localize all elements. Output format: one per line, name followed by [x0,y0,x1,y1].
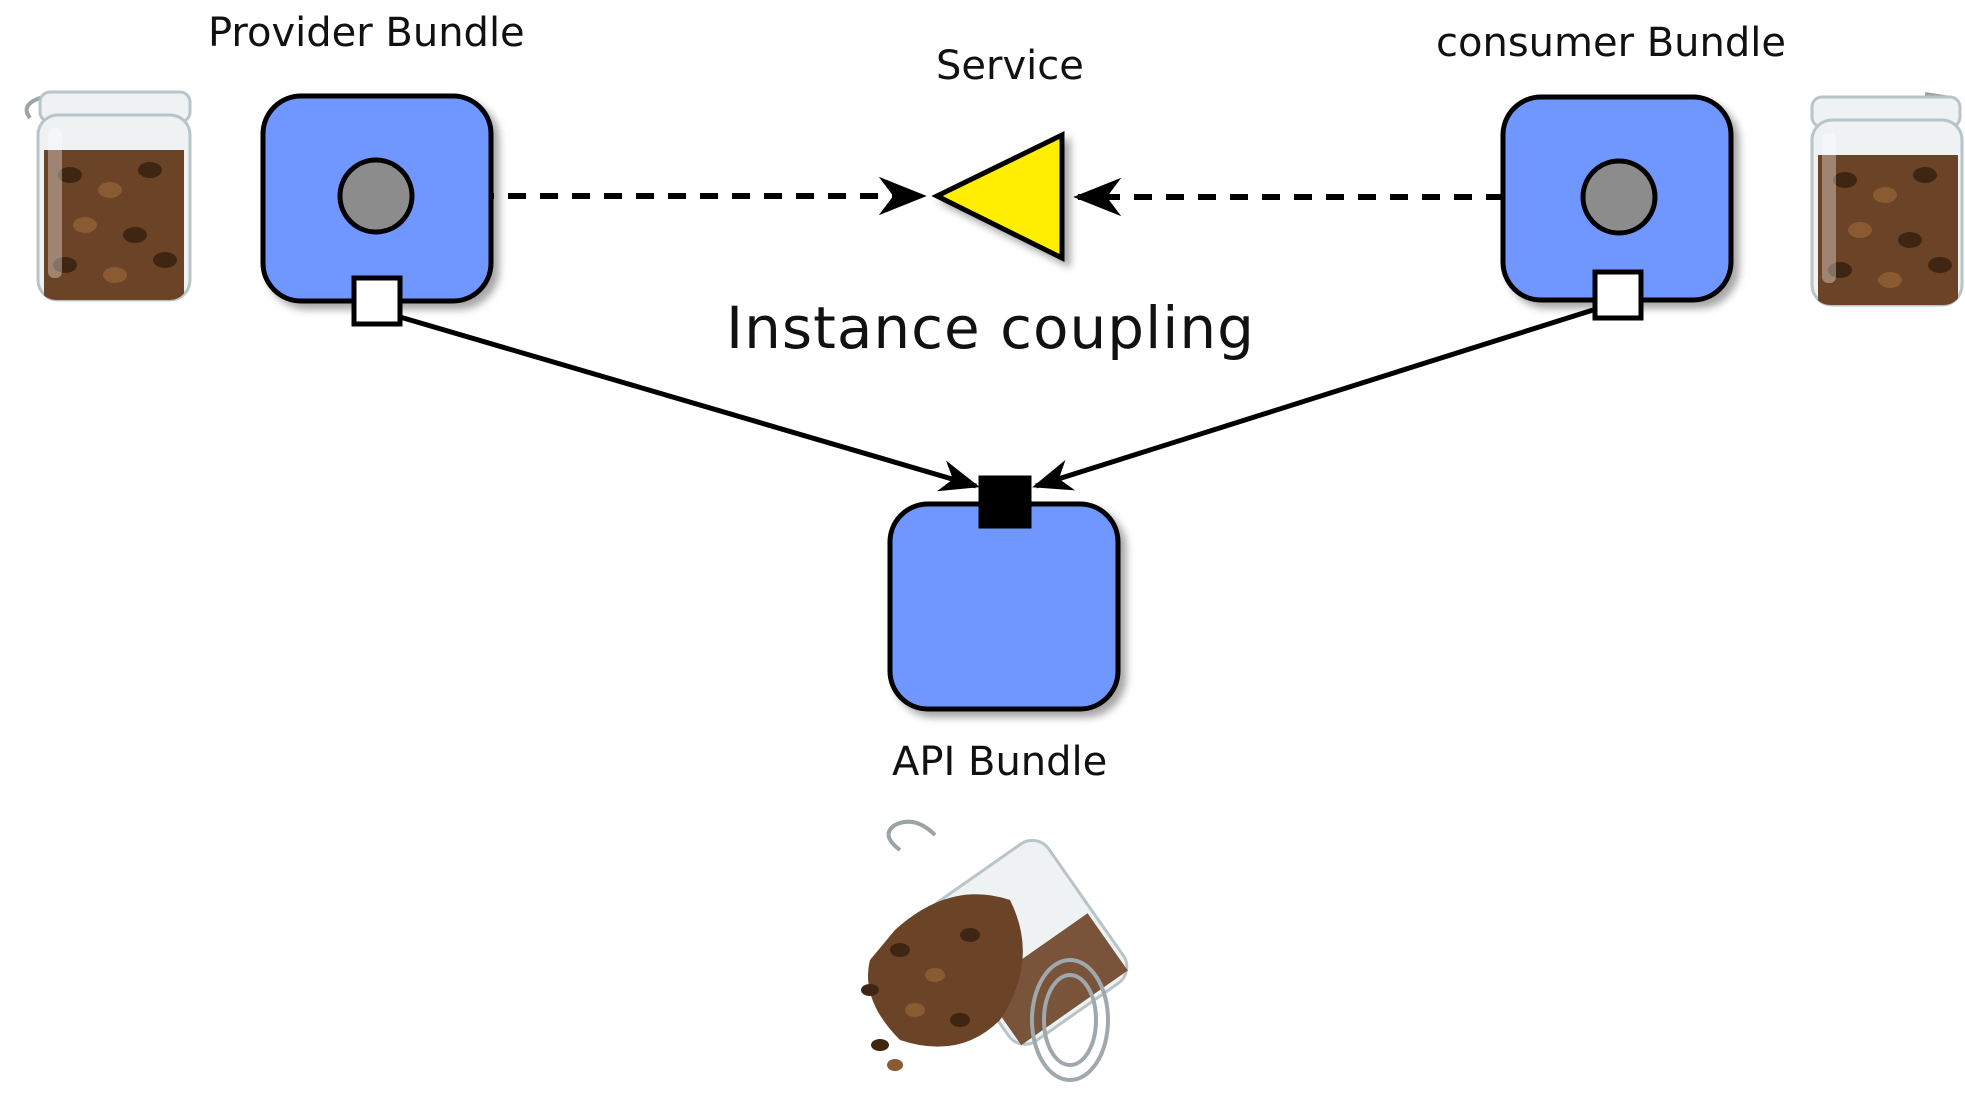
provider-to-api-arrow [399,314,980,492]
api-jar-icon [861,819,1129,1082]
consumer-to-api-arrow [1032,307,1594,491]
consumer-import-port [1592,269,1644,321]
consumer-bundle-label: consumer Bundle [1436,20,1786,66]
consumer-bundle-box [1500,94,1734,321]
provider-bundle-box [260,93,494,327]
service-label: Service [936,43,1084,89]
provider-import-port [351,275,403,327]
consumer-jar-icon [1810,92,1964,307]
provider-jar-icon [24,90,192,302]
api-bundle-label: API Bundle [892,739,1107,785]
api-export-port [978,475,1032,529]
consumer-service-port [1580,158,1658,236]
instance-coupling-label: Instance coupling [726,294,1255,362]
api-bundle-box [887,475,1121,712]
provider-bundle-label: Provider Bundle [208,10,525,56]
provider-service-port [337,157,415,235]
service-triangle [931,130,1065,263]
